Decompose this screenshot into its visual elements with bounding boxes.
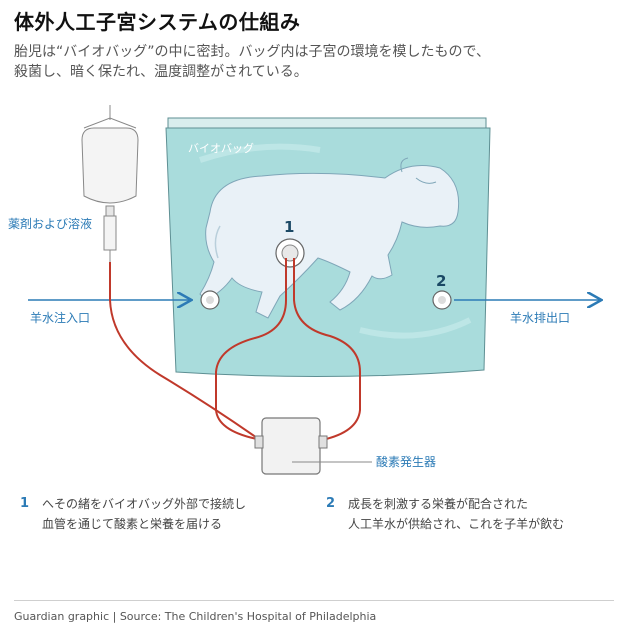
oxygenator-label: 酸素発生器: [376, 454, 436, 469]
subtitle-line-1: 胎児は“バイオバッグ”の中に密封。バッグ内は子宮の環境を模したもので、: [14, 44, 490, 60]
subtitle: 胎児は“バイオバッグ”の中に密封。バッグ内は子宮の環境を模したもので、 殺菌し、…: [14, 42, 614, 82]
note-2-number: 2: [326, 496, 336, 511]
biobag-label: バイオバッグ: [188, 141, 254, 155]
inflow-port: [200, 290, 220, 310]
lamb-eye: [415, 177, 437, 184]
note-1-line-1: へその緒をバイオバッグ外部で接続し: [42, 497, 247, 511]
artificial-womb-diagram: バイオバッグ 1 2 羊水注入口 羊水排出口 薬剤および溶液: [8, 105, 639, 475]
note-2-line-1: 成長を刺激する栄養が配合された: [348, 497, 529, 511]
lamb-ear: [400, 157, 409, 173]
subtitle-line-2: 殺菌し、暗く保たれ、温度調整がされている。: [14, 64, 308, 80]
footer-credit: Guardian graphic | Source: The Children'…: [14, 610, 377, 623]
umbilical-artery-tube: [215, 258, 287, 441]
note-1-line-2: 血管を通じて酸素と栄養を届ける: [42, 517, 223, 531]
lamb-body: [199, 165, 460, 319]
blood-tubes: [109, 258, 361, 441]
umbilical-port: 1: [275, 218, 305, 268]
oxygenator: 酸素発生器: [254, 417, 436, 475]
inflow-label: 羊水注入口: [30, 310, 90, 325]
iv-bag: [81, 127, 139, 204]
page-title: 体外人工子宮システムの仕組み: [14, 10, 301, 34]
marker-1: 1: [284, 218, 294, 236]
note-2-line-2: 人工羊水が供給され、これを子羊が飲む: [348, 517, 565, 531]
marker-2: 2: [436, 272, 446, 290]
outflow-label: 羊水排出口: [510, 310, 570, 325]
iv-drip: 薬剤および溶液: [8, 105, 139, 262]
drip-chamber: [103, 215, 117, 251]
note-1-number: 1: [20, 496, 30, 511]
biobag-shading: [199, 143, 472, 339]
note-2: 2 成長を刺激する栄養が配合された 人工羊水が供給され、これを子羊が飲む: [326, 494, 626, 534]
umbilical-vein-tube: [293, 258, 361, 441]
oxygenator-box: [261, 417, 321, 475]
footer-divider: [14, 600, 614, 601]
outflow-port: 2: [432, 272, 452, 310]
drip-label: 薬剤および溶液: [8, 216, 92, 231]
biobag-top-seal: [167, 117, 487, 129]
drip-tube: [109, 262, 261, 441]
lamb-fetus: [199, 157, 460, 319]
note-1: 1 へその緒をバイオバッグ外部で接続し 血管を通じて酸素と栄養を届ける: [20, 494, 310, 534]
